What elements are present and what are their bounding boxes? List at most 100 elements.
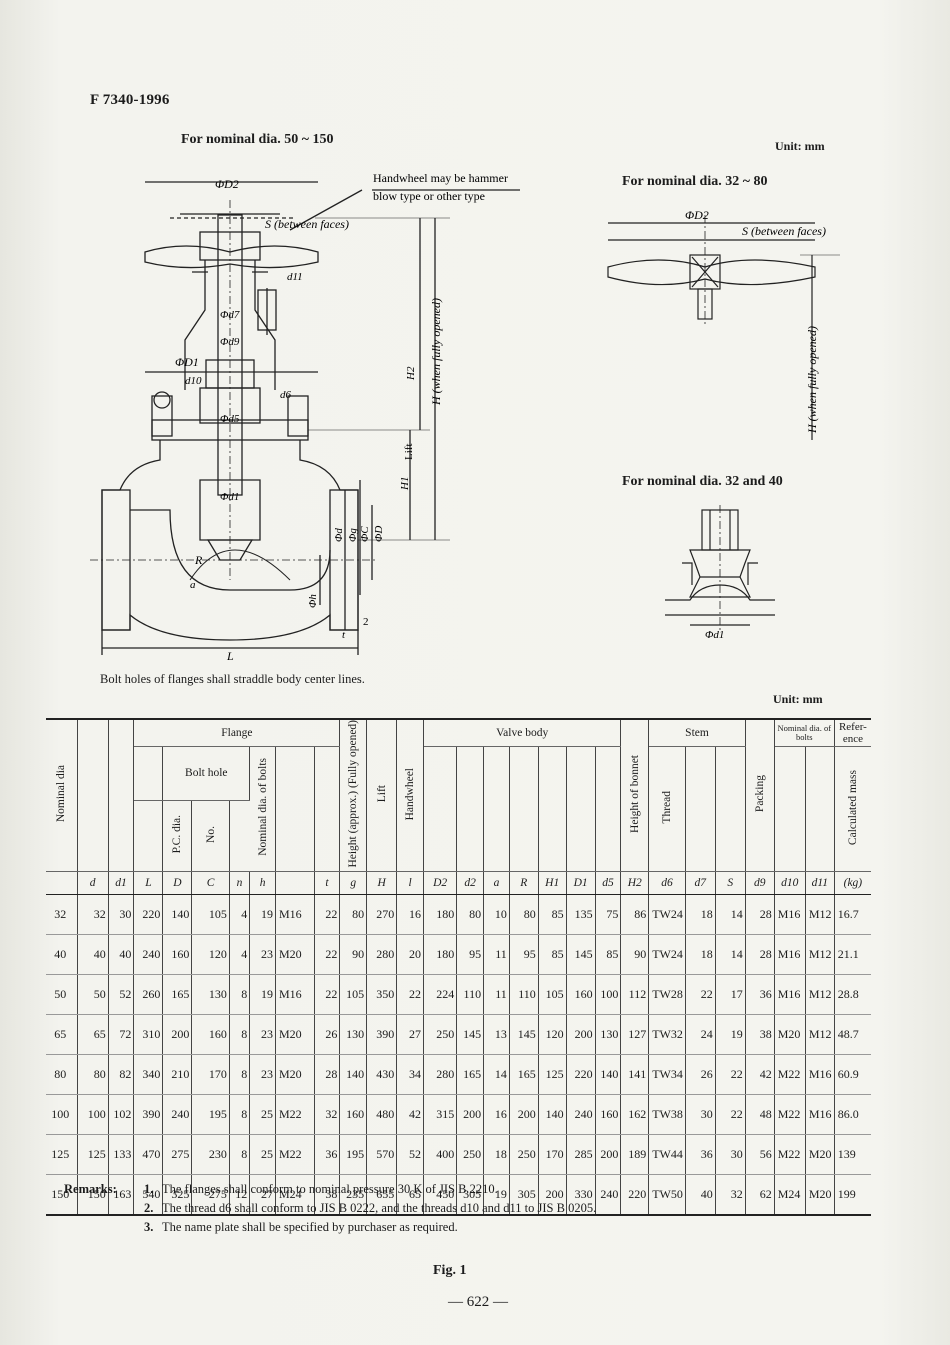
table-cell: 80 [77,1054,109,1095]
hdr-lift: Lift [366,719,398,872]
table-cell: 240 [595,1174,622,1216]
symbol-cell: R [509,871,539,895]
table-cell: 30 [715,1134,746,1175]
table-cell: 315 [423,1094,458,1135]
symbol-cell: L [133,871,164,895]
table-cell: M16 [805,1094,835,1135]
symbol-cell: H2 [620,871,650,895]
symbol-cell: H1 [538,871,567,895]
table-cell: 22 [396,974,425,1015]
table-cell: 56 [745,1134,775,1175]
table-cell: 160 [162,934,193,975]
table-cell: 120 [538,1014,567,1055]
hdr-reference: Refer- ence [834,719,871,747]
table-cell: 80 [456,894,485,935]
symbol-cell: (kg) [834,871,871,895]
table-cell: 80 [509,894,539,935]
table-cell: 36 [685,1134,716,1175]
table-cell: TW24 [648,894,686,935]
table-cell: 8 [229,1134,251,1175]
hdr-packing: Packing [745,719,775,872]
hdr-bonnet: Height of bonnet [620,719,650,872]
table-cell: 224 [423,974,458,1015]
table-cell: 105 [339,974,368,1015]
table-cell: 105 [191,894,230,935]
label-d6: d6 [280,389,292,401]
table-cell: 17 [715,974,746,1015]
table-cell: 140 [339,1054,368,1095]
table-cell: 22 [715,1054,746,1095]
label-lift: Lift [403,444,415,461]
table-cell: 90 [620,934,650,975]
table-cell: M22 [774,1134,806,1175]
symbol-cell [46,871,78,895]
table-cell: 14 [715,894,746,935]
table-cell: 189 [620,1134,650,1175]
symbol-cell: D [162,871,193,895]
table-cell: 330 [566,1174,596,1216]
symbol-cell: d11 [805,871,835,895]
hdr-bolt-hole: Bolt hole [162,746,251,801]
table-cell: TW50 [648,1174,686,1216]
label-d9: Φd9 [220,336,240,348]
table-cell: 140 [595,1054,622,1095]
table-cell: 8 [229,1014,251,1055]
table-cell: 130 [339,1014,368,1055]
table-cell: 200 [538,1174,567,1216]
table-cell: 150 [77,1174,109,1216]
table-cell: M12 [805,894,835,935]
table-cell: 285 [566,1134,596,1175]
symbol-cell: d1 [108,871,135,895]
table-cell: 195 [191,1094,230,1135]
table-cell: 26 [314,1014,341,1055]
table-cell: 220 [133,894,164,935]
table-cell: 75 [595,894,622,935]
table-cell: 80 [339,894,368,935]
table-cell: 112 [620,974,650,1015]
table-cell: 30 [685,1094,716,1135]
table-cell: 82 [108,1054,135,1095]
table-cell: 540 [133,1174,164,1216]
label-C: ΦC [359,526,371,542]
symbol-cell: C [191,871,230,895]
remark-text: The flanges shall conform to nominal pre… [162,1182,498,1196]
table-cell: 210 [162,1054,193,1095]
table-cell: 325 [162,1174,193,1216]
table-cell: 30 [108,894,135,935]
table-cell: 280 [366,934,398,975]
remark-item: 2.The thread d6 shall conform to JIS B 0… [144,1199,664,1218]
handwheel-note-1: Handwheel may be hammer [373,171,508,185]
table-cell: 23 [249,1014,276,1055]
remarks-label: Remarks: [64,1182,117,1196]
label-L: L [226,649,234,663]
table-cell: 65 [396,1174,425,1216]
table-cell: 60.9 [834,1054,871,1095]
table-cell: M16 [774,934,806,975]
page-number: — 622 — [448,1294,508,1310]
remark-number: 1. [144,1182,154,1196]
table-cell: 72 [108,1014,135,1055]
table-cell: 8 [229,1094,251,1135]
table-cell: M20 [774,1014,806,1055]
table-cell: 220 [620,1174,650,1216]
table-cell: 23 [249,934,276,975]
symbol-cell: d10 [774,871,806,895]
table-cell: M16 [774,894,806,935]
hdr-height: Height (approx.) (Fully opened) [339,719,368,872]
label-h: Φh [307,594,319,608]
table-cell: 32 [314,1094,341,1135]
table-cell: 110 [456,974,485,1015]
symbol-cell: d [77,871,109,895]
label-S: S (between faces) [265,217,349,231]
table-cell: 25 [249,1094,276,1135]
hdr-nominal-bolts: Nominal dia. of bolts [774,719,835,747]
table-cell: 27 [249,1174,276,1216]
table-cell: 260 [133,974,164,1015]
table-cell: 24 [685,1014,716,1055]
detail-label-d1: Φd1 [705,629,724,641]
table-cell: 85 [538,894,567,935]
table-cell: 180 [423,934,458,975]
